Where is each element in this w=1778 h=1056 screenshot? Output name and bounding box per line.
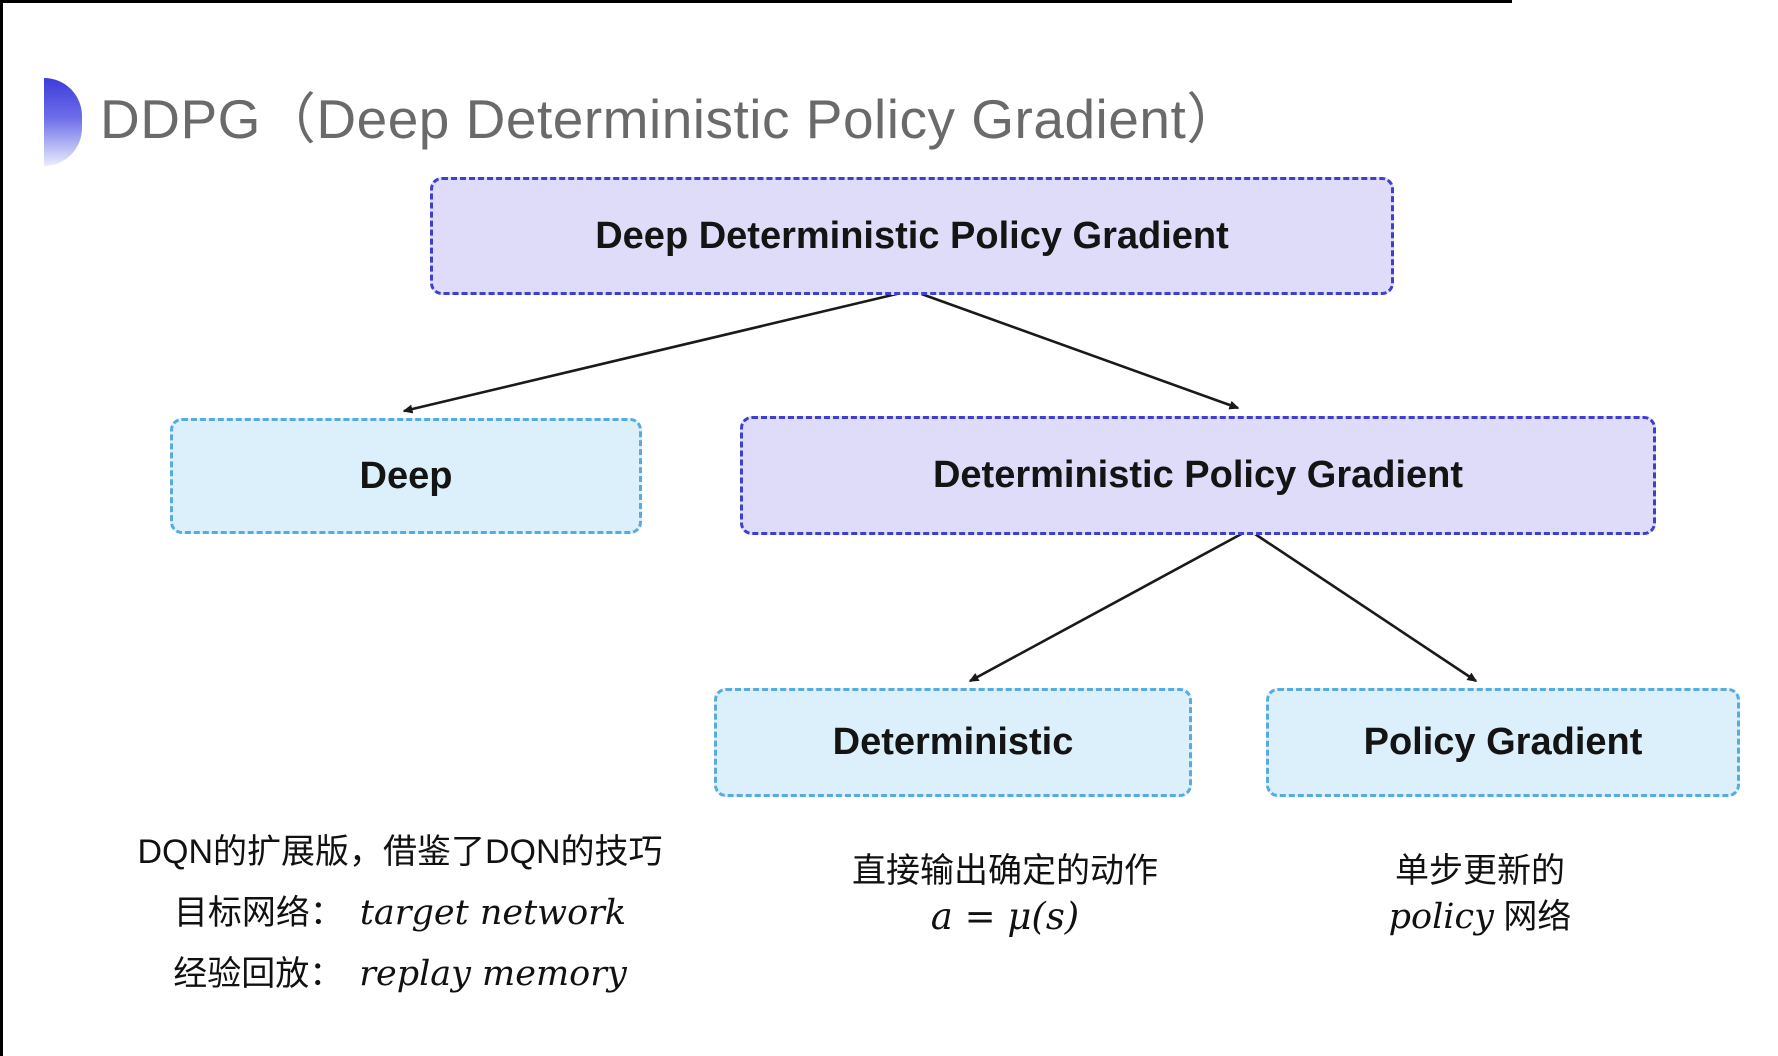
note-deep-line3: 经验回放： replay memory (128, 954, 672, 994)
node-label: Deep (359, 454, 453, 497)
note-deep-line1: DQN的扩展版，借鉴了DQN的技巧 (137, 833, 663, 871)
node-deterministic: Deterministic (714, 688, 1192, 797)
edge-root-to-dpg (915, 290, 1240, 410)
note-deep-line3-term: replay memory (359, 954, 627, 994)
frame-top-line (0, 0, 1512, 3)
note-deep-line2-term: target network (359, 893, 627, 933)
note-deterministic-formula: a = μ(s) (930, 895, 1080, 938)
note-pg-line1: 单步更新的 (1395, 852, 1565, 890)
note-deep-line2-label: 目标网络： (173, 894, 344, 932)
note-pg-line2: policy 网络 (1270, 897, 1690, 937)
node-label: Deterministic (832, 721, 1074, 763)
note-policy-gradient: 单步更新的 policy 网络 (1270, 851, 1690, 943)
note-deterministic: 直接输出确定的动作 a = μ(s) (790, 851, 1220, 943)
note-deep: DQN的扩展版，借鉴了DQN的技巧 目标网络： target network 经验… (128, 832, 672, 1015)
note-pg-line2-suffix: 网络 (1493, 898, 1572, 936)
node-deep-deterministic-policy-gradient: Deep Deterministic Policy Gradient (430, 177, 1394, 295)
note-pg-line2-term: policy (1388, 897, 1494, 937)
note-deep-line2: 目标网络： target network (128, 893, 672, 933)
node-deep: Deep (170, 418, 642, 534)
bullet-halfcircle-icon (44, 78, 82, 166)
node-deterministic-policy-gradient: Deterministic Policy Gradient (740, 416, 1656, 535)
edge-dpg-to-policy-gradient (1251, 530, 1478, 683)
frame-left-line (0, 0, 3, 1056)
node-label: Policy Gradient (1363, 721, 1643, 763)
node-label: Deep Deterministic Policy Gradient (595, 214, 1229, 257)
edge-dpg-to-deterministic (968, 530, 1246, 683)
node-label: Deterministic Policy Gradient (932, 454, 1464, 496)
page-title: DDPG（Deep Deterministic Policy Gradient） (100, 88, 1242, 150)
note-deterministic-line1: 直接输出确定的动作 (852, 852, 1158, 890)
edge-root-to-deep (402, 290, 906, 414)
node-policy-gradient: Policy Gradient (1266, 688, 1740, 797)
note-deep-line3-label: 经验回放： (173, 955, 344, 993)
